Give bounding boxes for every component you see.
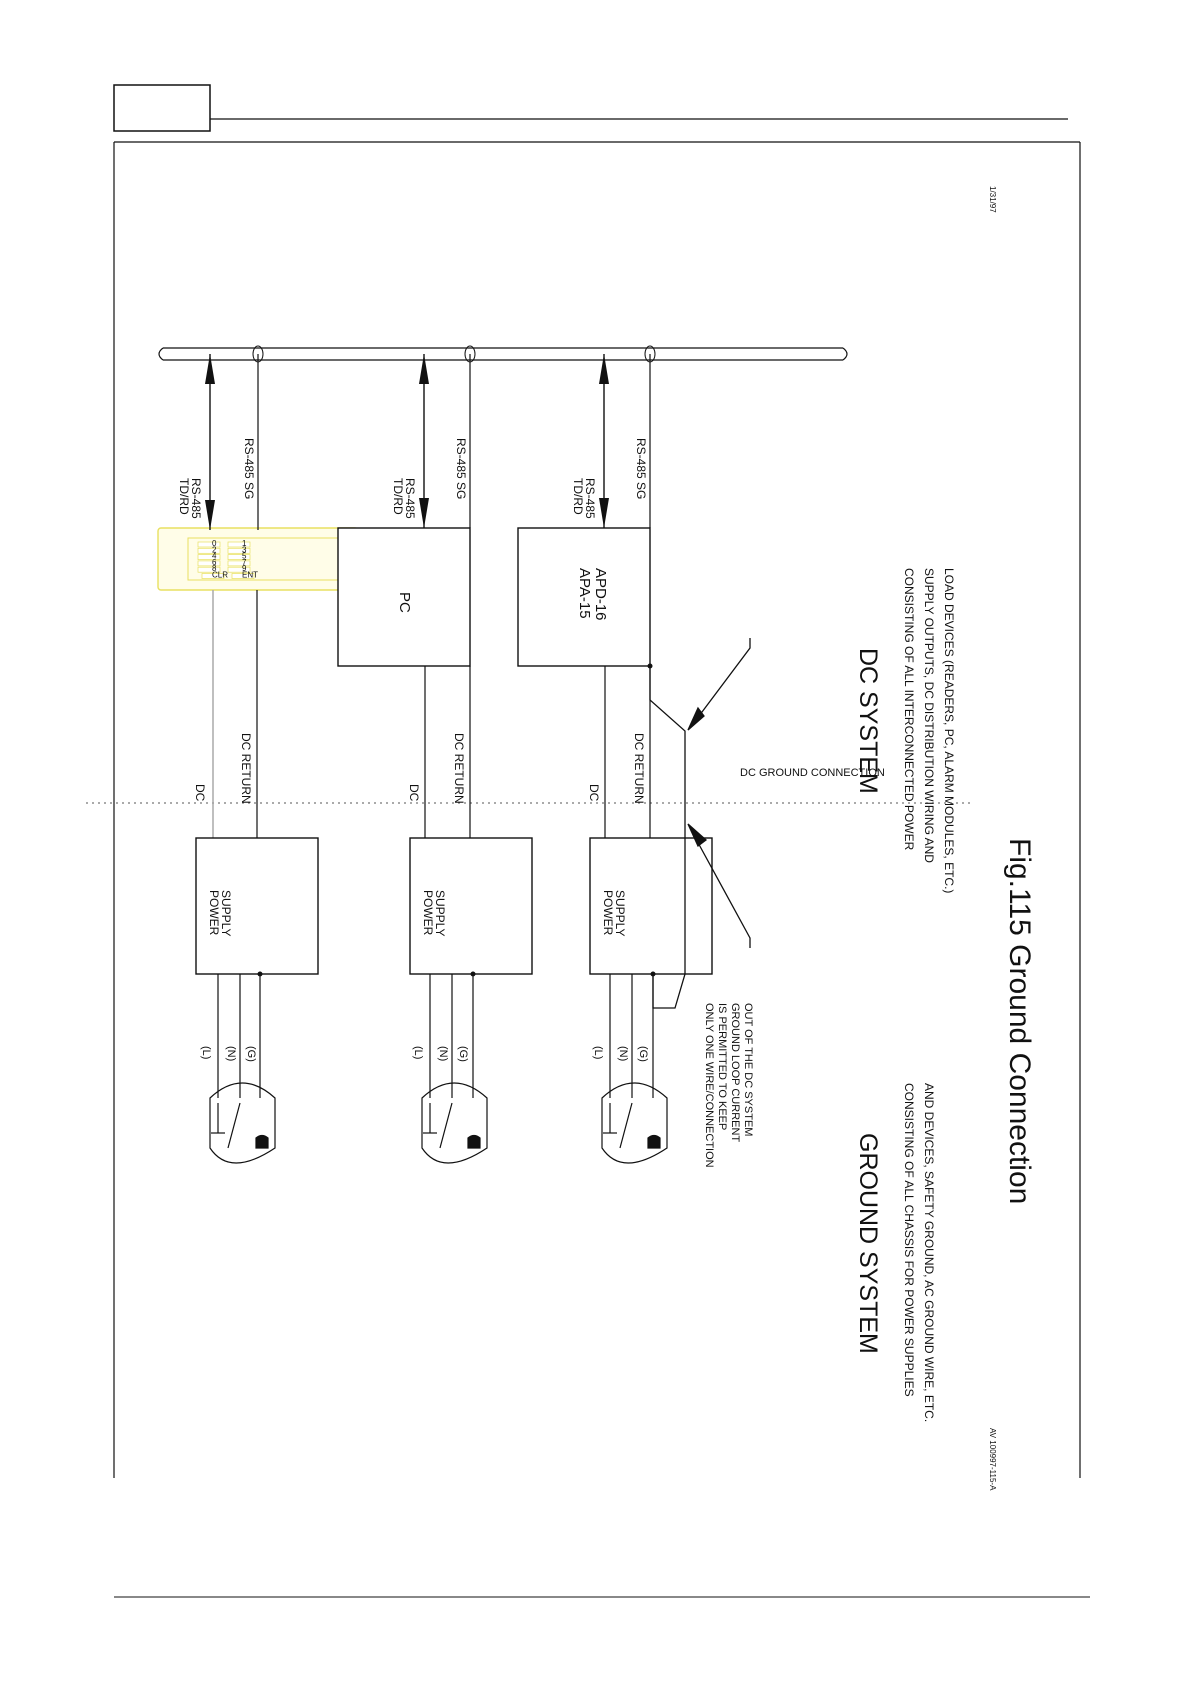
keypad-key-label: 8 [212,564,217,573]
row3-ac-plug [601,1082,668,1164]
row2-psu-line1: POWER [421,890,435,936]
row3-device-line1: APA-15 [576,568,593,619]
keypad-key-label: 1 [242,539,247,548]
row2-psu-line2: SUPPLY [433,890,447,936]
keypad-key-label: 7 [242,558,247,567]
keypad-key [197,554,221,560]
row1-dc: DC [193,784,207,802]
row1-dc-return: DC RETURN [239,733,253,804]
keypad-key-label: 9 [242,564,247,573]
dc-system-desc-3: LOAD DEVICES (READERS, PC, ALARM MODULES… [942,568,956,893]
figure-title: Fig.115 Ground Connection [1003,838,1036,1204]
keypad-key [197,566,221,573]
row-pc: PC RS-485 TD/RD RS-485 SG DC DC RETURN P… [337,345,533,1164]
keypad-key [227,566,251,573]
keypad-key-label: 6 [212,558,217,567]
row-apa: APA-15 APD-16 RS-485 TD/RD RS-485 SG DC … [517,345,713,1164]
keypad-key [197,547,221,554]
row1-power-supply [195,837,319,975]
keypad-key [227,554,251,560]
dc-system-desc-2: SUPPLY OUTPUTS, DC DISTRIBUTION WIRING A… [922,568,936,863]
rs485-bus [158,347,848,361]
row1-ac-plug [209,1082,276,1164]
dc-system-desc-1: CONSISTING OF ALL INTERCONNECTED POWER [902,568,916,851]
keypad-key [227,541,251,548]
row1-rs485-a: RS-485 [189,478,203,519]
row2-plug-l: (L) [412,1046,424,1059]
note-pointer [687,823,751,948]
keypad-key [227,547,251,554]
row3-psu-line2: SUPPLY [613,890,627,936]
row2-dc-return: DC RETURN [452,733,466,804]
row3-psu-line1: POWER [601,890,615,936]
row2-ac-plug [421,1082,488,1164]
keypad-key-label: 5 [242,552,247,561]
row2-rs485-a: RS-485 [403,478,417,519]
header-tab-box [113,84,211,132]
keypad-key-label: ENT [242,571,258,580]
keypad-key [197,560,221,567]
keypad-key-label: 4 [212,552,217,561]
row2-dc: DC [407,784,421,802]
row2-device-label: PC [396,592,413,613]
keypad-key [227,560,251,567]
drawing-id: AV 100997-115-A [988,1428,997,1491]
keypad-key [231,573,255,579]
keypad-key [197,541,221,548]
note-line-3: GROUND LOOP CURRENT [729,1003,741,1142]
row2-device-pc [337,527,471,667]
row3-rs485-sg: RS-485 SG [634,438,648,499]
row1-psu-line1: POWER [207,890,221,936]
row3-plug-g: (G) [637,1046,649,1062]
row1-rs485-b: TD/RD [177,478,191,515]
row1-rs485-sg: RS-485 SG [242,438,256,499]
note-line-4: OUT OF THE DC SYSTEM [742,1003,754,1136]
ground-system-desc-1: CONSISTING OF ALL CHASSIS FOR POWER SUPP… [902,1083,916,1397]
row3-plug-n: (N) [617,1046,629,1061]
row3-dc: DC [587,784,601,802]
row1-psu-line2: SUPPLY [219,890,233,936]
ground-system-heading: GROUND SYSTEM [854,1133,882,1354]
note-line-1: ONLY ONE WIRE/CONNECTION [703,1003,715,1168]
dc-system-heading: DC SYSTEM [854,648,882,794]
keypad-key [201,573,225,579]
keypad-key-label: 2 [212,545,217,554]
row3-device-apa [517,527,651,667]
note-line-2: IS PERMITTED TO KEEP [716,1003,728,1130]
keypad-key-label: CLR [212,571,228,580]
dc-ground-wire [649,666,686,1009]
row2-plug-g: (G) [457,1046,469,1062]
figure-date: 1/31/97 [988,186,997,213]
row2-rs485-sg: RS-485 SG [454,438,468,499]
row2-plug-n: (N) [437,1046,449,1061]
row3-device-line2: APD-16 [592,568,609,621]
ground-system-desc-2: AND DEVICES, SAFETY GROUND, AC GROUND WI… [922,1083,936,1422]
keypad-key-label: 0 [212,539,217,548]
keypad-key-label: 3 [242,545,247,554]
row1-plug-n: (N) [225,1046,237,1061]
row2-rs485-b: TD/RD [391,478,405,515]
row1-plug-l: (L) [200,1046,212,1059]
row3-rs485-b: TD/RD [571,478,585,515]
dc-ground-connection-label: DC GROUND CONNECTION [740,767,885,779]
row1-plug-g: (G) [245,1046,257,1062]
row3-dc-return: DC RETURN [632,733,646,804]
row3-plug-l: (L) [592,1046,604,1059]
row3-rs485-a: RS-485 [583,478,597,519]
dc-ground-pointer [687,638,751,731]
